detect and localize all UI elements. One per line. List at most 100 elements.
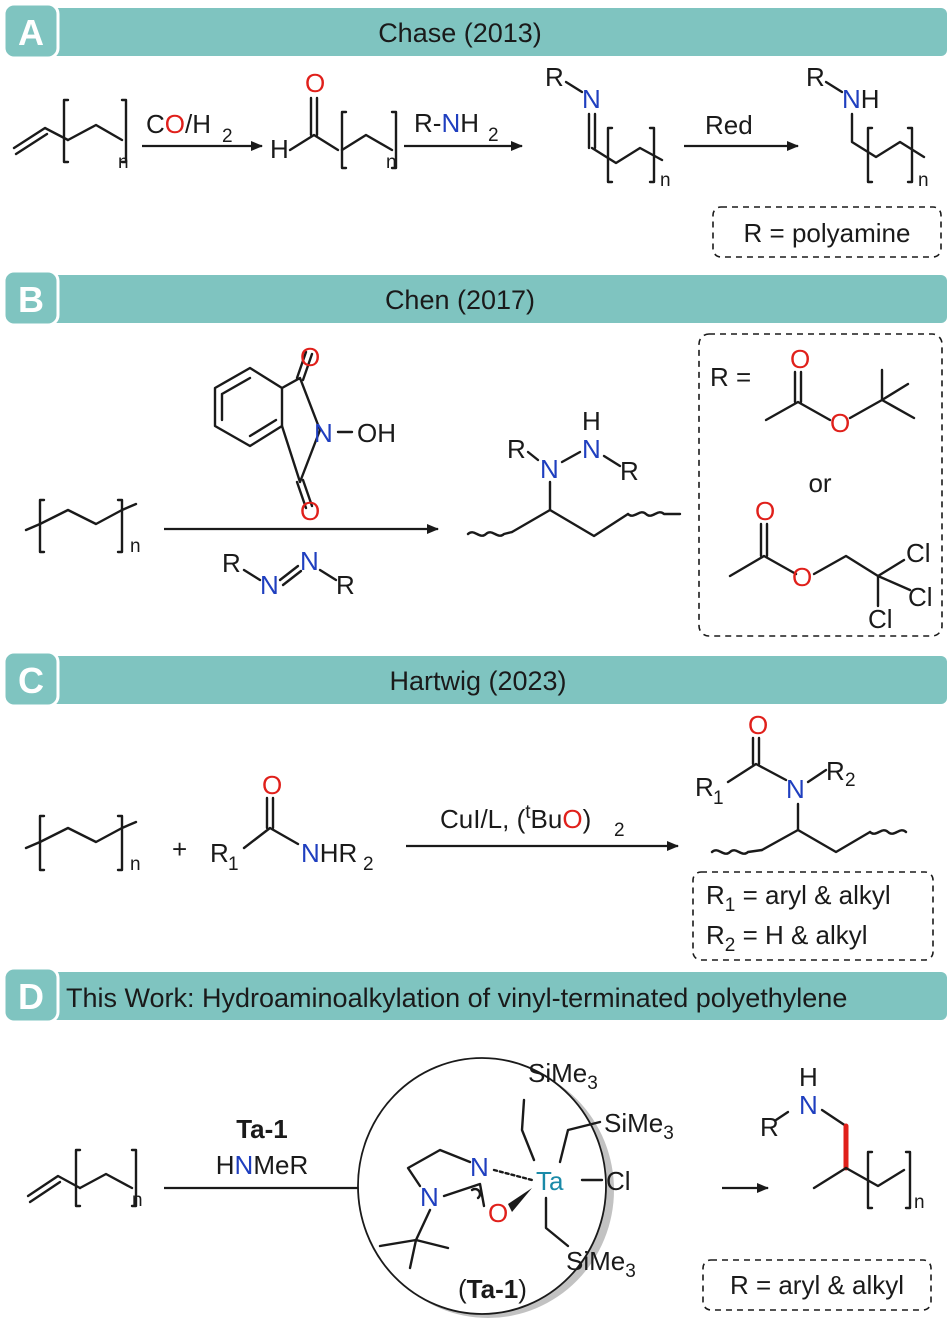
panel-a-title: Chase (2013) [378,18,542,48]
svg-text:R: R [222,548,241,578]
svg-text:R: R [695,772,714,802]
svg-text:O: O [748,710,768,740]
svg-text:2: 2 [845,770,856,791]
svg-text:H: H [270,134,289,164]
svg-text:n: n [130,854,141,875]
svg-text:n: n [914,1192,925,1213]
svg-text:Cl: Cl [606,1166,631,1196]
svg-text:SiMe3: SiMe3 [604,1108,674,1144]
svg-text:O: O [300,496,320,526]
arrow-c: CuI/L, (tBuO) 2 [406,802,679,851]
imine-intermediate: R N n [545,62,671,191]
svg-text:n: n [118,152,129,173]
svg-text:N: N [260,570,279,600]
svg-text:N: N [582,84,601,114]
svg-text:O: O [755,496,775,526]
svg-text:R: R [210,838,229,868]
svg-text:CO/H: CO/H [146,109,211,139]
panel-c-note-box [692,871,934,961]
panel-d: D This Work: Hydroaminoalkylation of vin… [2,966,947,1318]
svg-text:R: R [760,1112,779,1142]
svg-text:2: 2 [222,126,233,147]
panel-d-note-box [702,1259,932,1311]
panel-a-note: R = polyamine [744,218,911,248]
svg-text:R: R [806,62,825,92]
svg-text:N: N [300,546,319,576]
azodicarboxylate-reagent: R N N R [222,546,355,600]
svg-text:SiMe3: SiMe3 [528,1058,598,1094]
panel-a-note-box [712,206,942,258]
svg-text:1: 1 [228,854,239,875]
svg-text:1: 1 [713,788,724,809]
panel-c-badge [2,650,60,708]
arrow-reduction: Red [684,110,799,151]
svg-text:Red: Red [705,110,753,140]
panel-d-note: R = aryl & alkyl [730,1270,904,1300]
svg-text:N: N [582,434,601,464]
panel-b-r-box [698,333,943,637]
svg-text:R: R [507,434,526,464]
svg-text:Ta-1: Ta-1 [236,1114,288,1144]
hydroaminoalkylation-product: H N R n [760,1062,925,1213]
svg-text:R =: R = [710,362,751,392]
svg-text:N: N [799,1090,818,1120]
amine-product-a: R NH n [806,62,929,191]
svg-text:R: R [545,62,564,92]
panel-c-note-r2: R2 = H & alkyl [706,920,868,956]
panel-a-header-bar [40,8,947,56]
panel-c-badge-letter: C [18,660,44,701]
hydrazine-product: N R N H R [466,406,682,538]
arrow-hydroformylation: CO/H 2 [142,109,263,151]
panel-c-header-bar [40,656,947,704]
panel-d-badge [2,966,60,1024]
svg-text:O: O [305,68,325,98]
panel-c: C Hartwig (2023) n + R 1 O NHR 2 CuI/L, … [2,650,947,961]
svg-text:Cl: Cl [908,582,933,612]
svg-text:R: R [336,570,355,600]
svg-text:2: 2 [488,125,499,146]
arrow-amine-condensation: R-NH 2 [404,108,523,151]
svg-text:Cl: Cl [906,538,931,568]
panel-d-badge-letter: D [18,976,44,1017]
svg-text:N: N [420,1182,439,1212]
troc-group: O O Cl Cl Cl [728,496,933,634]
svg-text:H: H [799,1062,818,1092]
svg-text:NHR: NHR [301,838,357,868]
svg-text:2: 2 [363,854,374,875]
svg-text:O: O [790,344,810,374]
svg-text:O: O [262,770,282,800]
panel-b: B Chen (2017) n O O N OH R [2,269,947,637]
svg-text:2: 2 [614,820,625,841]
panel-d-header-bar [40,972,947,1020]
panel-a: A Chase (2013) n CO/H 2 H O n [2,2,947,258]
svg-text:N: N [470,1152,489,1182]
svg-text:N: N [540,454,559,484]
svg-text:Ta: Ta [536,1166,564,1196]
svg-text:(Ta-1): (Ta-1) [458,1274,527,1304]
svg-text:O: O [488,1198,508,1228]
amide-reagent: R 1 O NHR 2 [210,770,374,875]
svg-text:O: O [300,342,320,372]
svg-text:N: N [314,418,333,448]
svg-text:n: n [132,1190,143,1211]
panel-b-header-bar [40,275,947,323]
svg-text:n: n [660,170,671,191]
vinyl-polyethylene-d: n [26,1148,143,1211]
svg-text:R: R [826,756,845,786]
panel-c-title: Hartwig (2023) [389,666,566,696]
svg-text:OH: OH [357,418,396,448]
svg-text:R-NH: R-NH [414,108,479,138]
svg-text:O: O [830,408,850,438]
svg-text:SiMe3: SiMe3 [566,1246,636,1282]
panel-b-badge [2,269,60,327]
or-label: or [808,468,831,498]
svg-text:R: R [620,456,639,486]
vinyl-polyethylene-a: n [12,98,129,173]
polyethylene-b: n [24,498,141,557]
panel-b-title: Chen (2017) [385,285,535,315]
svg-text:O: O [792,562,812,592]
panel-c-note-r1: R1 = aryl & alkyl [706,880,891,916]
reagents-d: Ta-1 HNMeR [164,1114,362,1190]
boc-group: R = O O [710,344,916,438]
